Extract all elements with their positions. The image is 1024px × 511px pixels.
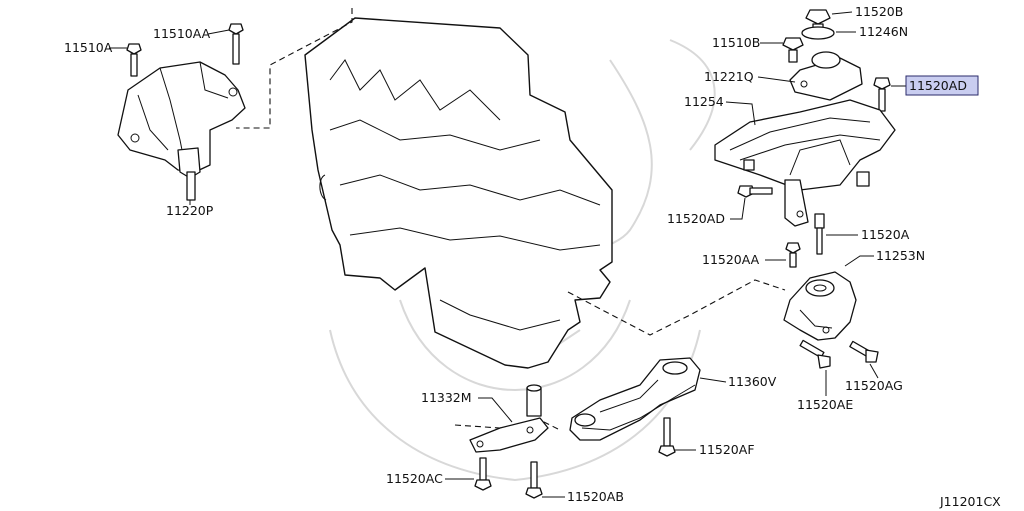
bolt-11520AE [799, 339, 831, 369]
label-11253N: 11253N [876, 248, 925, 263]
left-engine-mount [117, 61, 246, 201]
leader-lines [109, 11, 906, 498]
label-11510AA: 11510AA [153, 26, 211, 41]
label-11254: 11254 [684, 94, 724, 109]
label-11520B: 11520B [855, 4, 903, 19]
nut-11510B [782, 37, 804, 63]
torque-rod-11360V [569, 357, 701, 441]
label-11332M: 11332M [421, 390, 472, 405]
label-11520AB: 11520AB [567, 489, 624, 504]
engine-block [304, 17, 613, 369]
bolt-11520AG [849, 340, 879, 363]
label-11520AD-highlighted[interactable]: 11520AD [909, 78, 967, 93]
label-11360V: 11360V [728, 374, 777, 389]
bolt-11520AA [785, 242, 801, 268]
insulator-11221Q [789, 51, 863, 101]
stud-11520A [814, 213, 825, 255]
bolt-11520AF [658, 417, 676, 457]
part-labels: 11510A 11510AA 11220P 11520B 11246N 1151… [64, 4, 1001, 509]
label-11520AD: 11520AD [667, 211, 725, 226]
mount-11253N [783, 271, 857, 341]
label-11520AF: 11520AF [699, 442, 755, 457]
label-11221Q: 11221Q [704, 69, 754, 84]
bolt-11520AB [525, 461, 543, 499]
label-11510A: 11510A [64, 40, 113, 55]
label-11520AA: 11520AA [702, 252, 760, 267]
label-11510B: 11510B [712, 35, 760, 50]
label-11520AG: 11520AG [845, 378, 903, 393]
diagram-code: J11201CX [939, 494, 1001, 509]
bolt-11510A [126, 43, 142, 77]
label-11520AC: 11520AC [386, 471, 443, 486]
highlight-box [905, 75, 979, 96]
label-11246N: 11246N [859, 24, 908, 39]
label-11520AE: 11520AE [797, 397, 853, 412]
bracket-11332M [469, 384, 549, 453]
bracket-11254 [714, 99, 896, 227]
label-11220P: 11220P [166, 203, 214, 218]
label-11520A: 11520A [861, 227, 910, 242]
bolt-11520AD-top [873, 77, 891, 112]
bolt-11510AA [228, 23, 244, 65]
bolt-11520AC [474, 457, 492, 491]
washer-11246N [801, 26, 835, 40]
bolt-11520AD-mid [737, 185, 773, 198]
